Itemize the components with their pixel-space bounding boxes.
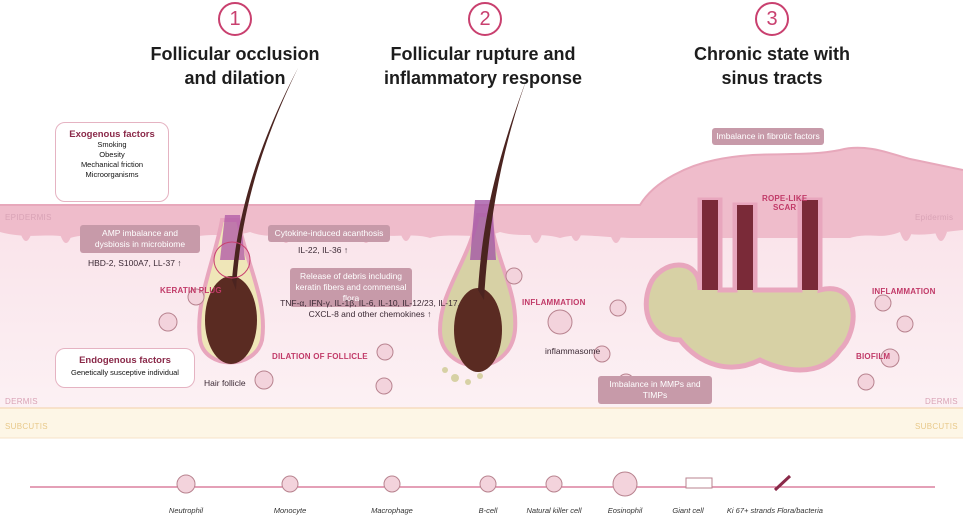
endogenous-item: Genetically susceptive individual [71,368,179,377]
legend-macrophage: Macrophage [371,506,413,515]
subcutis-layer [0,408,963,438]
stage-2-title-line-1: Follicular rupture and [390,44,576,64]
hair-follicle-label: Hair follicle [204,378,246,388]
keratin-plug-label: KERATIN PLUG [160,286,222,295]
tnf-line-2: CXCL-8 and other chemokines ↑ [308,309,432,319]
inflammation-label-3: INFLAMMATION [872,287,936,296]
debris-pill: Release of debris including keratin fibe… [290,268,412,307]
legend-ki67: Ki 67+ strands [726,506,776,515]
legend-neutrophil: Neutrophil [168,506,204,515]
legend-eosinophil: Eosinophil [607,506,643,515]
cytokine-pill: Cytokine-induced acanthosis [268,225,390,242]
exogenous-item: Mechanical friction [80,160,144,169]
legend-cells [176,471,713,497]
fibrotic-pill: Imbalance in fibrotic factors [712,128,824,145]
tnf-text: TNF-α, IFN-γ, IL-1β, IL-6, IL-10, IL-12/… [280,298,460,320]
follicle-stage-1 [197,68,298,365]
epidermis-label-right: Epidermis [915,213,954,222]
stage-1-title: Follicular occlusion and dilation [130,42,340,90]
tnf-line-1: TNF-α, IFN-γ, IL-1β, IL-6, IL-10, IL-12/… [280,298,460,308]
dermis-label-right: DERMIS [925,397,958,406]
stage-1-number: 1 [218,2,252,36]
legend-monocyte: Monocyte [273,506,307,515]
endogenous-factors-box: Endogenous factors Genetically susceptiv… [55,348,195,388]
rope-line-1: ROPE-LIKE [762,194,808,203]
biofilm-label: BIOFILM [856,352,891,361]
epidermis-label-left: EPIDERMIS [5,213,52,222]
stage-3-number: 3 [755,2,789,36]
legend-flora: Flora/bacteria [777,506,823,515]
rope-line-2: SCAR [772,203,797,212]
stage-2-title: Follicular rupture and inflammatory resp… [378,42,588,90]
exogenous-item: Smoking [97,140,127,149]
stage-2-title-line-2: inflammatory response [383,68,583,88]
il22-text: IL-22, IL-36 ↑ [298,245,349,255]
subcutis-label-left: SUBCUTIS [5,422,48,431]
scattered-cells [158,267,914,395]
inflammasome-label: inflammasome [545,346,601,356]
legend-b-cell: B-cell [478,506,498,515]
sinus-tract-stage-3 [643,197,856,373]
stage-1-title-line-1: Follicular occlusion [150,44,320,64]
endogenous-title: Endogenous factors [79,355,171,366]
hbd-text: HBD-2, S100A7, LL-37 ↑ [88,258,182,268]
exogenous-factors-box: Exogenous factors Smoking Obesity Mechan… [55,122,169,202]
exogenous-item: Obesity [99,150,125,159]
follicle-stage-2 [437,70,530,385]
dilation-label: DILATION OF FOLLICLE [272,352,368,361]
mmps-pill: Imbalance in MMPs and TIMPs [598,376,712,404]
stage-3-title-line-2: sinus tracts [721,68,823,88]
stage-2-number: 2 [468,2,502,36]
exogenous-title: Exogenous factors [69,129,155,140]
legend-giant-cell: Giant cell [672,506,704,515]
amp-imbalance-pill: AMP imbalance and dysbiosis in microbiom… [80,225,200,253]
rope-like-scar-label: ROPE-LIKE SCAR [762,194,807,212]
stage-1-title-line-2: and dilation [184,68,286,88]
subcutis-label-right: SUBCUTIS [915,422,958,431]
dermis-label-left: DERMIS [5,397,38,406]
legend-nk-cell: Natural killer cell [526,506,582,515]
stage-3-title: Chronic state with sinus tracts [672,42,872,90]
inflammation-label-2: INFLAMMATION [522,298,586,307]
stage-3-title-line-1: Chronic state with [693,44,850,64]
exogenous-item: Microorganisms [85,170,139,179]
